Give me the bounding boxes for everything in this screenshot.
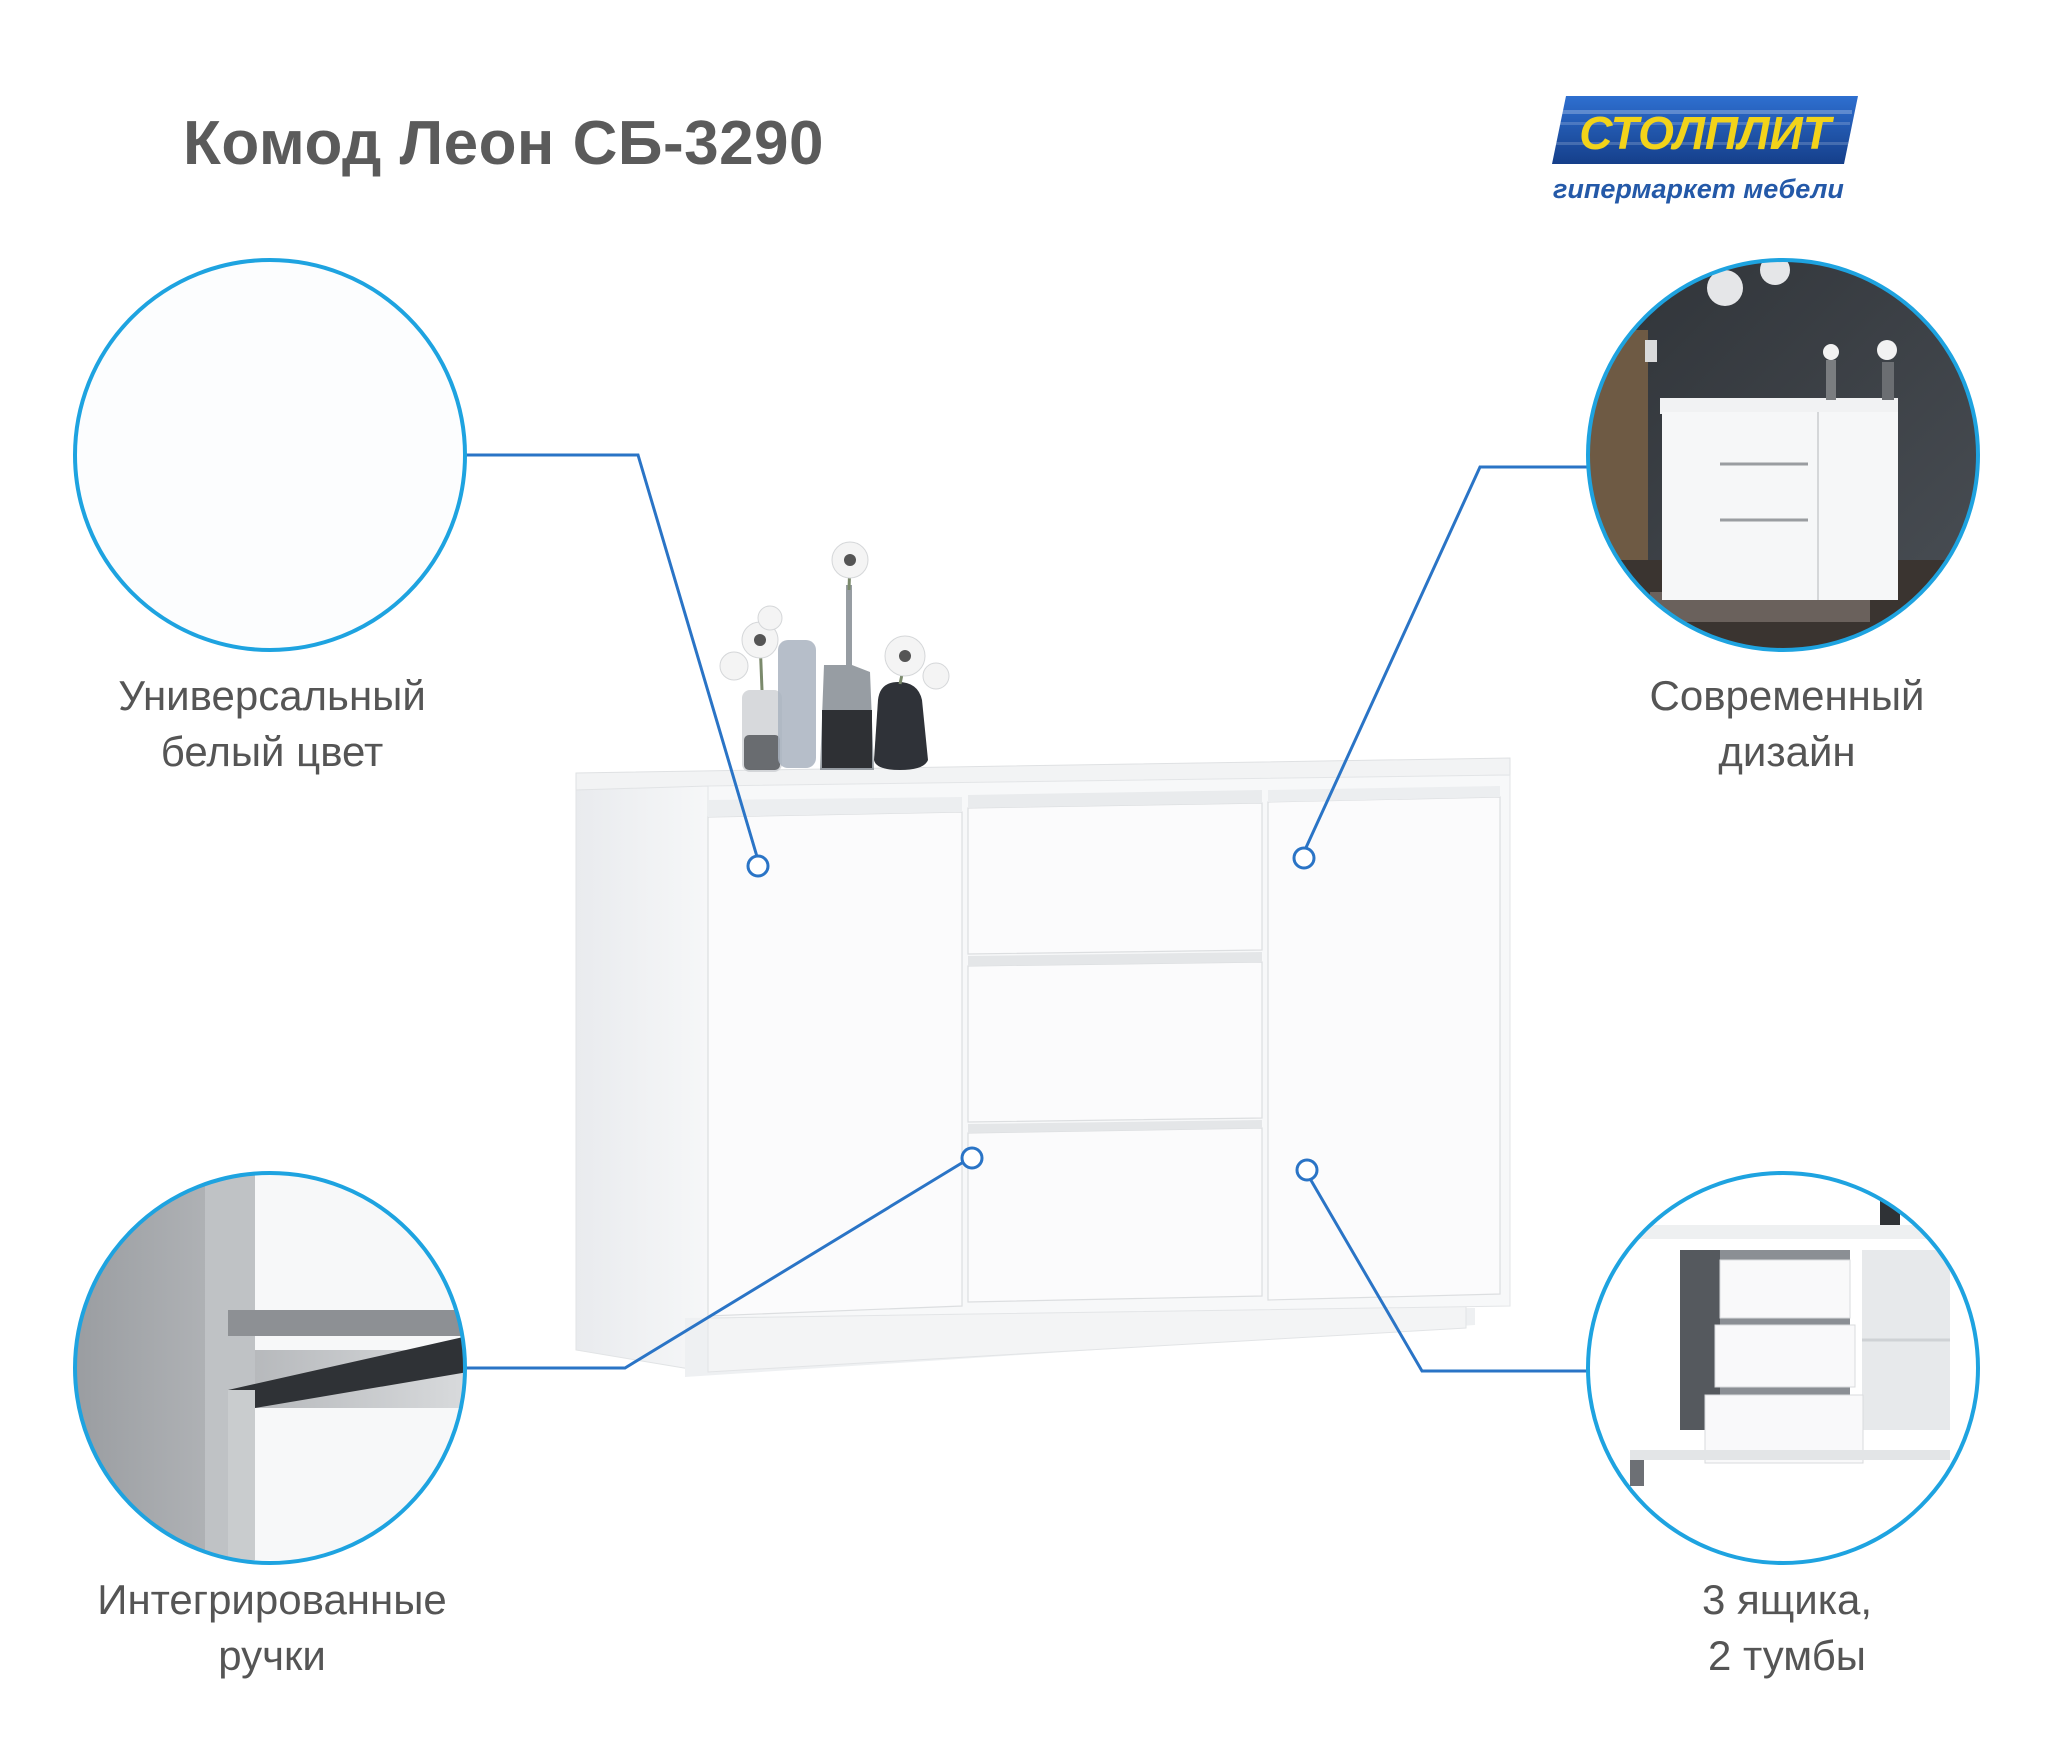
caption-line: Универсальный [118, 672, 426, 719]
caption-line: 3 ящика, [1701, 1576, 1873, 1623]
dresser [575, 757, 1511, 1377]
feature-caption-white-color: Универсальный белый цвет [22, 668, 522, 780]
brand-tagline: гипермаркет мебели [1553, 174, 1844, 204]
feature-circle-integrated-handles [73, 1171, 467, 1565]
feature-circle-white-color [73, 258, 467, 652]
callout-lines [465, 453, 1590, 1373]
page-title: Комод Леон СБ-3290 [183, 109, 825, 178]
caption-line: белый цвет [160, 728, 384, 775]
caption-line: 2 тумбы [1708, 1632, 1866, 1679]
feature-caption-modern-design: Современный дизайн [1537, 668, 2037, 780]
caption-line: ручки [218, 1632, 326, 1679]
brand-name: СТОЛПЛИТ [1579, 107, 1835, 159]
caption-line: Современный [1649, 672, 1925, 719]
feature-caption-drawers-cabinets: 3 ящика, 2 тумбы [1537, 1572, 2037, 1684]
vases-decor [719, 541, 950, 772]
caption-line: Интегрированные [97, 1576, 447, 1623]
caption-line: дизайн [1718, 728, 1856, 775]
brand-logo: СТОЛПЛИТ [1552, 96, 1858, 164]
callout-dots [746, 846, 1319, 1182]
feature-caption-integrated-handles: Интегрированные ручки [22, 1572, 522, 1684]
feature-circle-modern-design [1586, 258, 1980, 652]
feature-circle-drawers-cabinets [1586, 1171, 1980, 1565]
